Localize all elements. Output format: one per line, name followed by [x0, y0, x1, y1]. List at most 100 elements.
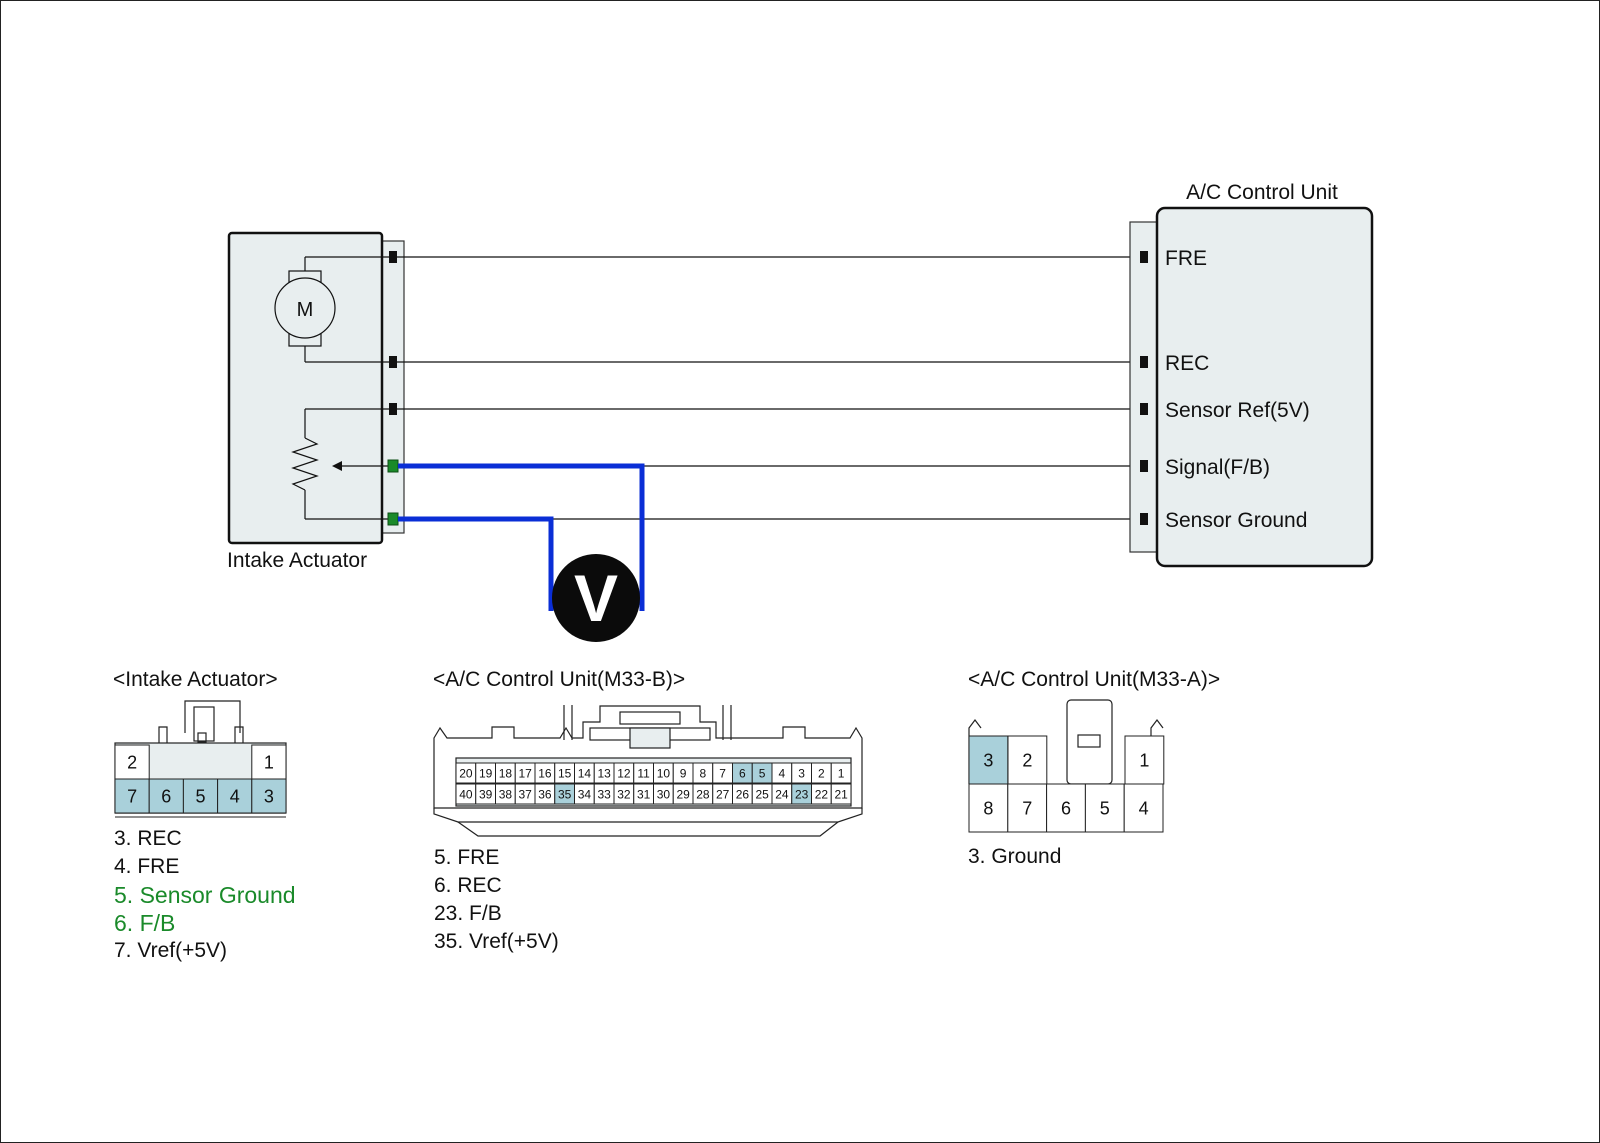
pin-number: 3: [983, 750, 993, 770]
pin-number: 2: [127, 752, 137, 772]
pin-number: 22: [815, 787, 829, 801]
potentiometer-icon: [291, 408, 393, 520]
pin-number: 8: [700, 766, 707, 780]
intake-connector-title: <Intake Actuator>: [113, 668, 278, 691]
pin-label-sensor-ground: Sensor Ground: [1165, 509, 1307, 532]
voltmeter-icon: [552, 554, 640, 642]
control-unit-connector-strip: [1129, 221, 1161, 553]
legend-item: 35. Vref(+5V): [434, 930, 559, 953]
pin-label-fre: FRE: [1165, 247, 1207, 270]
wire-harness: [393, 256, 1145, 520]
pin-number: 4: [230, 786, 240, 806]
pin-number: 30: [657, 787, 671, 801]
motor-symbol: M: [297, 299, 314, 321]
control-unit-box: [1155, 206, 1374, 568]
pin-number: 6: [739, 766, 746, 780]
pin-number: 33: [597, 787, 611, 801]
pin-cell-highlighted: [148, 778, 184, 814]
m33a-connector-title: <A/C Control Unit(M33-A)>: [968, 668, 1221, 691]
intake-pin-legend: 3. REC 4. FRE 5. Sensor Ground 6. F/B 7.…: [114, 825, 296, 965]
control-unit-title: A/C Control Unit: [1186, 181, 1338, 204]
pin-number: 16: [538, 766, 552, 780]
pin-number: 18: [499, 766, 513, 780]
pin-cell: [830, 762, 852, 784]
pin-number: 20: [459, 766, 473, 780]
pin-number: 31: [637, 787, 651, 801]
pin-cell: [1123, 783, 1164, 833]
pin-number: 17: [518, 766, 532, 780]
pin-number: 12: [617, 766, 631, 780]
control-unit-terminals: [1140, 251, 1148, 525]
legend-item-highlighted: 5. Sensor Ground: [114, 882, 296, 908]
m33b-pin-legend: 5. FRE 6. REC 23. F/B 35. Vref(+5V): [434, 844, 559, 956]
pin-cell: [1007, 783, 1048, 833]
legend-item: 3. Ground: [968, 845, 1062, 868]
m33a-pin-legend: 3. Ground: [968, 843, 1061, 871]
m33b-connector-title: <A/C Control Unit(M33-B)>: [433, 668, 686, 691]
intake-pin-grid: 2 1 7 6 5 4 3: [114, 744, 287, 814]
pin-number: 7: [127, 786, 137, 806]
pin-number: 25: [755, 787, 769, 801]
legend-item-highlighted: 6. F/B: [114, 910, 176, 936]
pin-number: 1: [1139, 750, 1149, 770]
voltmeter-symbol: V: [574, 561, 618, 635]
pin-number: 34: [578, 787, 592, 801]
pin-number: 3: [798, 766, 805, 780]
legend-item: 3. REC: [114, 827, 182, 850]
pin-number: 21: [834, 787, 848, 801]
pin-number: 29: [676, 787, 690, 801]
pin-number: 5: [195, 786, 205, 806]
pin-number: 3: [264, 786, 274, 806]
legend-item: 23. F/B: [434, 902, 502, 925]
legend-item: 5. FRE: [434, 846, 500, 869]
pin-cell: [1046, 783, 1086, 833]
pin-number: 6: [161, 786, 171, 806]
pin-number: 11: [637, 766, 650, 780]
intake-actuator-label: Intake Actuator: [227, 549, 367, 572]
pin-number: 26: [736, 787, 750, 801]
pin-number: 8: [983, 798, 993, 818]
pin-number: 1: [838, 766, 845, 780]
pin-number: 38: [499, 787, 513, 801]
pin-number: 1: [264, 752, 274, 772]
pin-label-sensor-ref: Sensor Ref(5V): [1165, 399, 1310, 422]
pin-cell: [1124, 735, 1165, 785]
pin-number: 4: [779, 766, 786, 780]
pin-number: 19: [479, 766, 493, 780]
pin-label-signal: Signal(F/B): [1165, 456, 1270, 479]
pin-cell-highlighted: [182, 778, 219, 814]
pin-cell-highlighted: [251, 778, 287, 814]
pin-number: 4: [1139, 798, 1149, 818]
legend-item: 4. FRE: [114, 855, 180, 878]
pin-label-rec: REC: [1165, 352, 1209, 375]
pin-cell: [251, 744, 287, 780]
pin-number: 24: [775, 787, 789, 801]
pin-cell: [114, 744, 150, 780]
pin-cell: [968, 783, 1009, 833]
pin-number: 2: [1022, 750, 1032, 770]
voltmeter-probe-leads: [398, 463, 645, 611]
pin-number: 28: [696, 787, 710, 801]
pin-number: 7: [719, 766, 726, 780]
pin-number: 10: [657, 766, 671, 780]
pin-number: 5: [1100, 798, 1110, 818]
pin-number: 37: [518, 787, 532, 801]
pin-number: 2: [818, 766, 825, 780]
pin-number: 15: [558, 766, 572, 780]
pin-number: 35: [558, 787, 572, 801]
legend-item: 7. Vref(+5V): [114, 939, 228, 962]
pin-number: 13: [597, 766, 611, 780]
pin-number: 32: [617, 787, 631, 801]
pin-number: 23: [795, 787, 809, 801]
pin-cell: [830, 783, 852, 805]
legend-item: 6. REC: [434, 874, 502, 897]
motor-icon: [274, 256, 393, 363]
pin-number: 9: [680, 766, 687, 780]
pin-number: 36: [538, 787, 552, 801]
pin-number: 7: [1022, 798, 1032, 818]
pin-number: 39: [479, 787, 493, 801]
pin-number: 40: [459, 787, 473, 801]
